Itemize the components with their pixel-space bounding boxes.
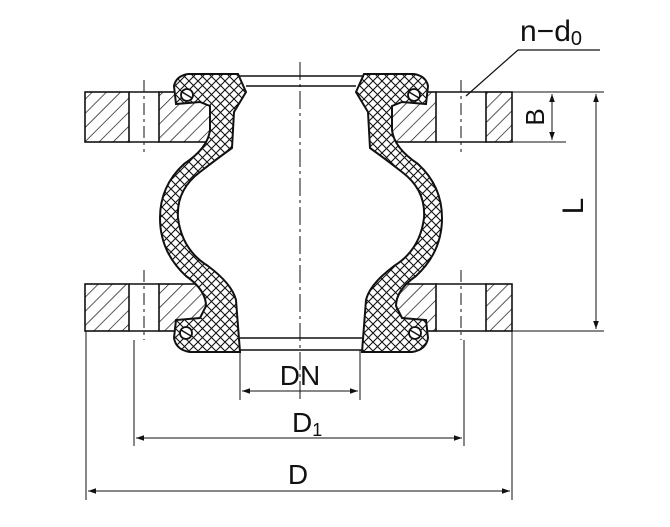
nominal-diameter-label: DN bbox=[280, 360, 320, 391]
outer-diameter-dimension: D bbox=[85, 331, 513, 500]
bolt-circle-dimension: D1 bbox=[133, 340, 465, 446]
inner-bore bbox=[238, 75, 364, 351]
holes-callout: n−d0 bbox=[465, 15, 600, 97]
bolt-circle-label: D1 bbox=[292, 407, 322, 440]
thickness-label: B bbox=[520, 108, 550, 125]
thickness-dimension: B bbox=[512, 91, 566, 143]
outer-diameter-label: D bbox=[288, 459, 308, 490]
length-label: L bbox=[557, 198, 590, 215]
holes-label: n−d0 bbox=[520, 15, 582, 50]
rubber-body-left-wall bbox=[158, 73, 248, 353]
bottom-left-flange bbox=[84, 283, 212, 332]
bolt-hole-centerlines bbox=[143, 80, 462, 340]
nominal-diameter-dimension: DN bbox=[239, 350, 361, 400]
rubber-body-right-wall bbox=[354, 73, 444, 353]
length-dimension: L bbox=[512, 91, 604, 332]
retaining-rings bbox=[179, 88, 422, 340]
